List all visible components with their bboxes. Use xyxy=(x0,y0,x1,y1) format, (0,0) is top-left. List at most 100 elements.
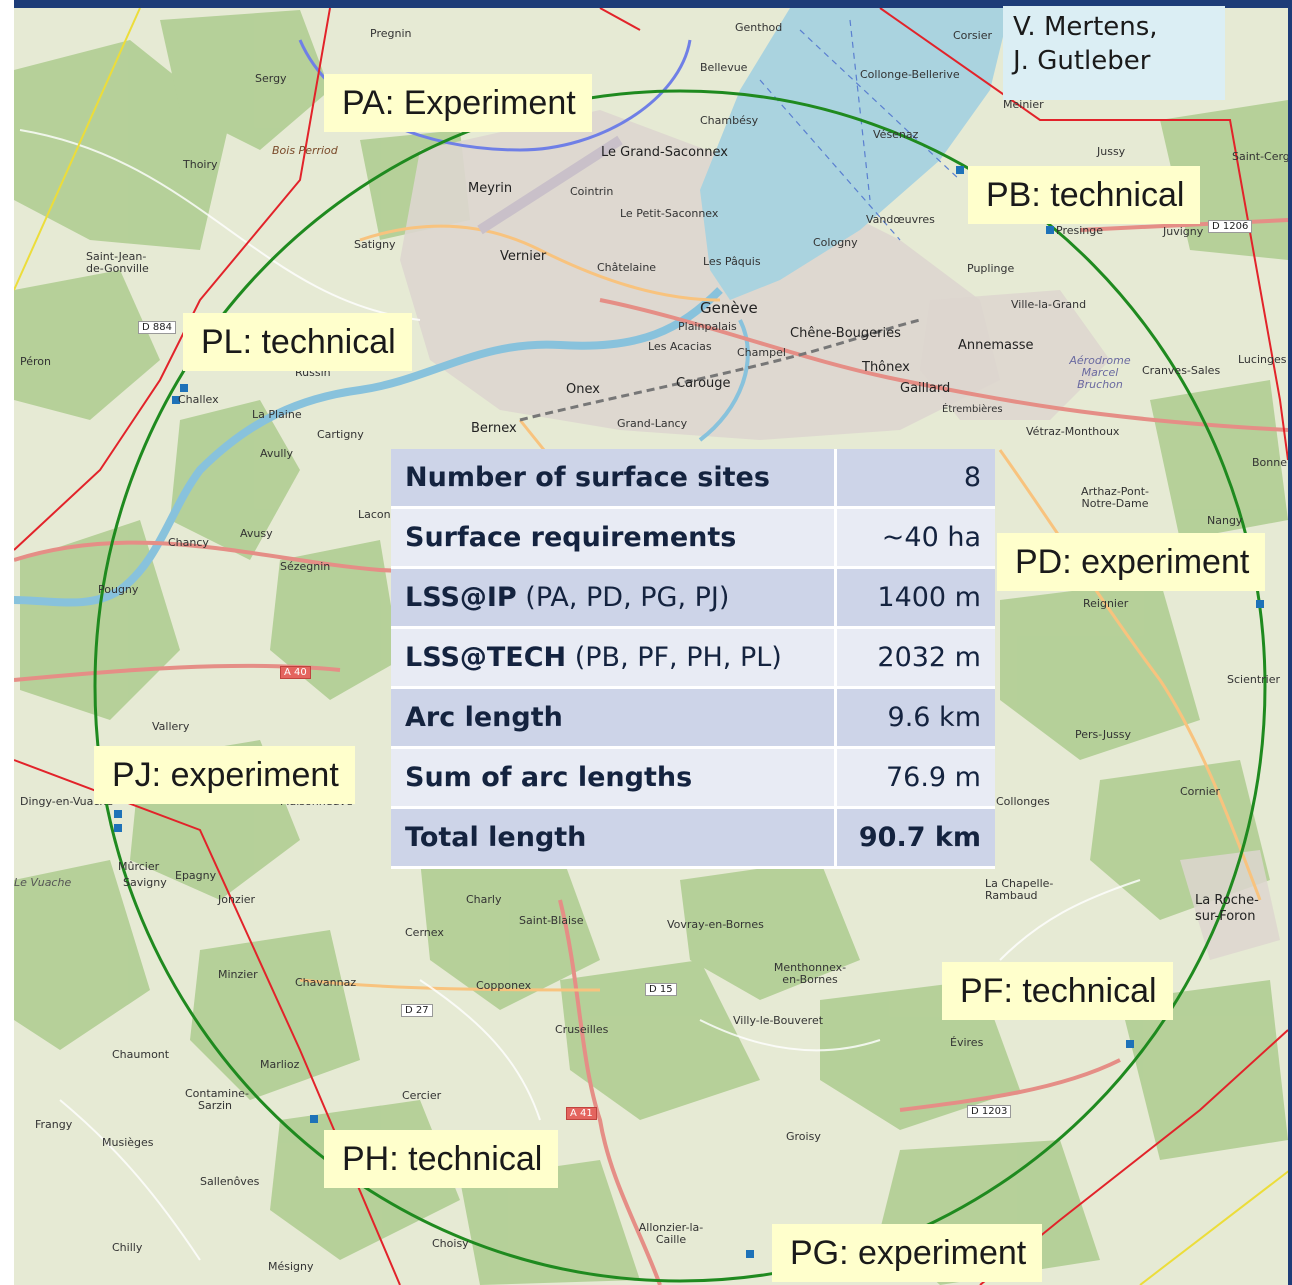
table-row: Surface requirements ~40 ha xyxy=(391,507,995,569)
table-key: Total length xyxy=(391,807,836,869)
place-label: Satigny xyxy=(354,238,396,251)
place-label: Arthaz-Pont-Notre-Dame xyxy=(1080,485,1150,510)
table-key: Number of surface sites xyxy=(391,449,836,509)
road-label: D 1203 xyxy=(967,1105,1012,1118)
place-label: Savigny xyxy=(123,876,167,889)
callout-pd: PD: experiment xyxy=(997,533,1266,591)
place-label: Saint-Blaise xyxy=(519,914,584,927)
place-label: Copponex xyxy=(476,979,532,992)
place-label: Genthod xyxy=(735,21,783,34)
place-label: Vésenaz xyxy=(873,128,919,141)
place-label: Pers-Jussy xyxy=(1075,728,1132,741)
place-label: Meinier xyxy=(1003,98,1044,111)
place-label: Meyrin xyxy=(468,181,513,196)
place-label: Genève xyxy=(700,299,758,317)
place-label: Corsier xyxy=(953,29,993,42)
place-label: Nangy xyxy=(1207,514,1243,527)
left-margin xyxy=(0,0,14,1285)
right-bar xyxy=(1288,0,1292,1285)
place-label: Lucinges xyxy=(1238,353,1287,366)
place-label: Marlioz xyxy=(260,1058,300,1071)
place-label: Pougny xyxy=(98,583,139,596)
place-label: La Roche-sur-Foron xyxy=(1195,893,1259,924)
place-label: Vétraz-Monthoux xyxy=(1026,425,1120,438)
author-name: V. Mertens, xyxy=(1013,12,1158,42)
table-row: Number of surface sites 8 xyxy=(391,449,995,509)
place-label: Vallery xyxy=(152,720,190,733)
place-label: Étrembières xyxy=(942,404,1003,415)
place-label: Allonzier-la-Caille xyxy=(638,1221,704,1246)
callout-pf: PF: technical xyxy=(942,962,1173,1020)
place-label: Vernier xyxy=(500,249,547,264)
place-label: Jussy xyxy=(1097,145,1126,158)
table-row: LSS@IP (PA, PD, PG, PJ) 1400 m xyxy=(391,567,995,629)
place-label: Cointrin xyxy=(570,185,614,198)
place-label: Annemasse xyxy=(958,338,1034,353)
place-label: Grand-Lancy xyxy=(617,417,688,430)
place-label: Cruseilles xyxy=(555,1023,609,1036)
place-label: Mûrcier xyxy=(118,860,160,873)
place-label: Sézegnin xyxy=(280,560,331,573)
place-label: Villy-le-Bouveret xyxy=(733,1014,824,1027)
place-label: Péron xyxy=(20,355,51,368)
place-label: Avully xyxy=(260,447,293,460)
place-label: Chambésy xyxy=(700,114,759,127)
table-key: LSS@IP (PA, PD, PG, PJ) xyxy=(391,567,836,629)
place-label: Carouge xyxy=(676,376,731,391)
table-key: LSS@TECH (PB, PF, PH, PL) xyxy=(391,627,836,689)
place-label: Les Acacias xyxy=(648,340,712,353)
place-label: Reignier xyxy=(1083,597,1129,610)
table-value: 90.7 km xyxy=(834,807,995,869)
place-label: Puplinge xyxy=(967,262,1015,275)
place-label: Vandœuvres xyxy=(866,213,935,226)
place-label: Cologny xyxy=(813,236,858,249)
place-label: Cartigny xyxy=(317,428,364,441)
place-label: Les Pâquis xyxy=(703,255,761,268)
table-value: ~40 ha xyxy=(834,507,995,569)
table-key: Surface requirements xyxy=(391,507,836,569)
place-label: Menthonnex-en-Bornes xyxy=(773,961,847,986)
place-label: Charly xyxy=(466,893,502,906)
table-row: Total length 90.7 km xyxy=(391,807,995,869)
road-label: A 40 xyxy=(280,666,311,679)
place-label: Minzier xyxy=(218,968,258,981)
place-label: Presinge xyxy=(1056,224,1103,237)
place-label: Chilly xyxy=(112,1241,143,1254)
place-label: Ville-la-Grand xyxy=(1011,298,1087,311)
road-label: D 27 xyxy=(401,1004,433,1017)
place-label: Sergy xyxy=(255,72,287,85)
place-label: Juvigny xyxy=(1163,225,1204,238)
place-label: Pregnin xyxy=(370,27,412,40)
place-label: La Chapelle-Rambaud xyxy=(985,877,1054,902)
place-label: Cranves-Sales xyxy=(1142,364,1221,377)
road-label: D 1206 xyxy=(1208,220,1253,233)
place-label: Choisy xyxy=(432,1237,469,1250)
road-label: D 884 xyxy=(138,321,176,334)
table-value: 2032 m xyxy=(834,627,995,689)
road-label: A 41 xyxy=(566,1107,597,1120)
table-value: 9.6 km xyxy=(834,687,995,749)
table-key: Sum of arc lengths xyxy=(391,747,836,809)
place-label: Gaillard xyxy=(900,381,951,396)
place-label: Saint-Cergu xyxy=(1232,150,1292,163)
place-label: Bernex xyxy=(471,421,517,436)
place-label: Chavannaz xyxy=(295,976,357,989)
place-label: Jonzier xyxy=(218,893,256,906)
place-label: Mésigny xyxy=(268,1260,314,1273)
place-label: Le Vuache xyxy=(14,876,72,889)
table-row: Arc length 9.6 km xyxy=(391,687,995,749)
place-label: Scientrier xyxy=(1227,673,1281,686)
callout-ph: PH: technical xyxy=(324,1130,559,1188)
callout-pb: PB: technical xyxy=(968,166,1201,224)
place-label: Thoiry xyxy=(183,158,218,171)
place-label: Cornier xyxy=(1180,785,1221,798)
place-label: Le Grand-Saconnex xyxy=(601,145,728,160)
place-label: Challex xyxy=(178,393,219,406)
table-value: 1400 m xyxy=(834,567,995,629)
place-label: Collonge-Bellerive xyxy=(860,68,960,81)
callout-pl: PL: technical xyxy=(183,313,412,371)
place-label: Frangy xyxy=(35,1118,73,1131)
place-label: Plainpalais xyxy=(678,320,737,333)
callout-pg: PG: experiment xyxy=(772,1224,1043,1282)
place-label: Saint-Jean-de-Gonville xyxy=(86,250,149,275)
